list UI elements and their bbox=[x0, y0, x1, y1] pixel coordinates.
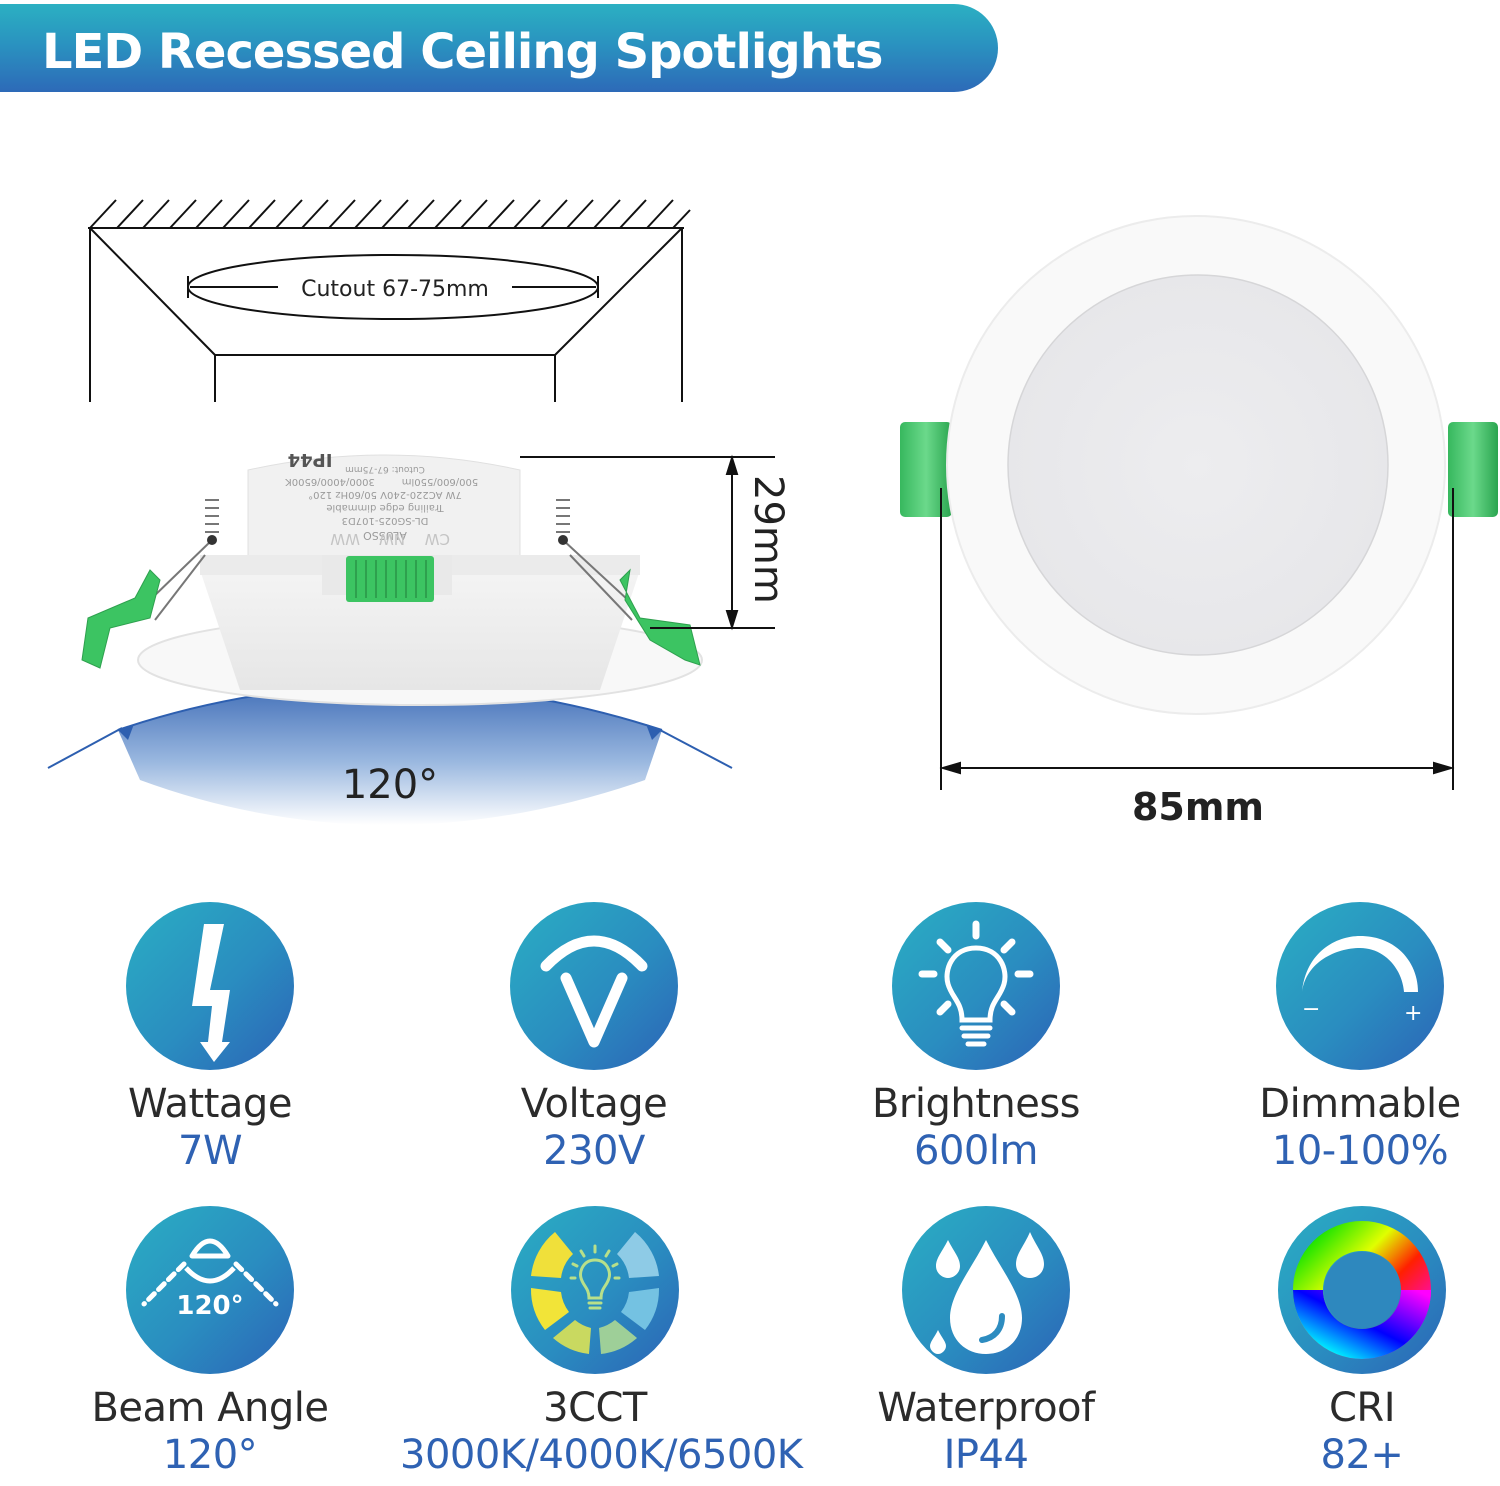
color-temperature-wheel-icon bbox=[511, 1206, 679, 1374]
feature-waterproof: Waterproof IP44 bbox=[816, 1206, 1156, 1478]
height-dimension bbox=[520, 454, 775, 631]
spotlight-side-view: ALUSSO DL-SG025-107D3 Trailing edge dimm… bbox=[81, 449, 703, 706]
diameter-dimension bbox=[939, 488, 1455, 790]
front-clip-left bbox=[900, 422, 952, 517]
spring-clip-left bbox=[81, 569, 161, 669]
feature-cri: CRI 82+ bbox=[1192, 1206, 1500, 1478]
svg-text:NW: NW bbox=[379, 530, 405, 548]
page-title: LED Recessed Ceiling Spotlights bbox=[42, 24, 883, 80]
cutout-outline bbox=[89, 227, 683, 402]
svg-text:500/600/550lm: 500/600/550lm bbox=[402, 476, 479, 487]
svg-text:3000/4000/6500K: 3000/4000/6500K bbox=[285, 476, 375, 487]
spotlight-front-view bbox=[900, 215, 1498, 715]
lightning-bolt-icon bbox=[126, 902, 294, 1070]
light-bulb-icon bbox=[892, 902, 1060, 1070]
svg-text:Trailing edge dimmable: Trailing edge dimmable bbox=[326, 502, 444, 513]
diameter-label: 85mm bbox=[1132, 785, 1264, 829]
beam-angle-fan bbox=[118, 685, 662, 825]
height-label: 29mm bbox=[745, 475, 791, 604]
svg-text:−: − bbox=[1302, 997, 1320, 1022]
color-ring-icon bbox=[1278, 1206, 1446, 1374]
feature-voltage: Voltage 230V bbox=[424, 902, 764, 1174]
svg-text:Cutout: 67-75mm: Cutout: 67-75mm bbox=[345, 464, 425, 474]
svg-text:IP44: IP44 bbox=[288, 449, 333, 470]
title-banner: LED Recessed Ceiling Spotlights bbox=[0, 4, 998, 92]
front-clip-right bbox=[1448, 422, 1498, 517]
product-markings: ALUSSO DL-SG025-107D3 Trailing edge dimm… bbox=[285, 449, 479, 542]
svg-text:+: + bbox=[1404, 1001, 1422, 1026]
svg-text:7W AC220-240V 50/60Hz 120°: 7W AC220-240V 50/60Hz 120° bbox=[308, 489, 462, 500]
dimmer-arc-icon: − + bbox=[1276, 902, 1444, 1070]
feature-dimmable: − + Dimmable 10-100% bbox=[1190, 902, 1500, 1174]
ceiling-hatch bbox=[88, 199, 691, 229]
water-drops-icon bbox=[902, 1206, 1070, 1374]
beam-angle-icon: 120° bbox=[126, 1206, 294, 1374]
svg-text:120°: 120° bbox=[176, 1291, 243, 1321]
svg-text:DL-SG025-107D3: DL-SG025-107D3 bbox=[342, 515, 429, 526]
feature-3cct: 3CCT 3000K/4000K/6500K bbox=[400, 1206, 803, 1478]
cutout-label: Cutout 67-75mm bbox=[301, 277, 489, 302]
beam-angle-label: 120° bbox=[342, 762, 438, 808]
svg-text:CW: CW bbox=[425, 530, 450, 548]
product-dimension-diagram: Cutout 67-75mm 120° ALUSSO DL-SG025-107D… bbox=[47, 199, 1498, 829]
voltage-v-icon bbox=[510, 902, 678, 1070]
feature-brightness: Brightness 600lm bbox=[806, 902, 1146, 1174]
svg-text:WW: WW bbox=[330, 530, 360, 548]
feature-wattage: Wattage 7W bbox=[40, 902, 380, 1174]
feature-beam-angle: 120° Beam Angle 120° bbox=[40, 1206, 380, 1478]
svg-text:ALUSSO: ALUSSO bbox=[363, 529, 407, 542]
spring-clip-right bbox=[619, 568, 701, 666]
